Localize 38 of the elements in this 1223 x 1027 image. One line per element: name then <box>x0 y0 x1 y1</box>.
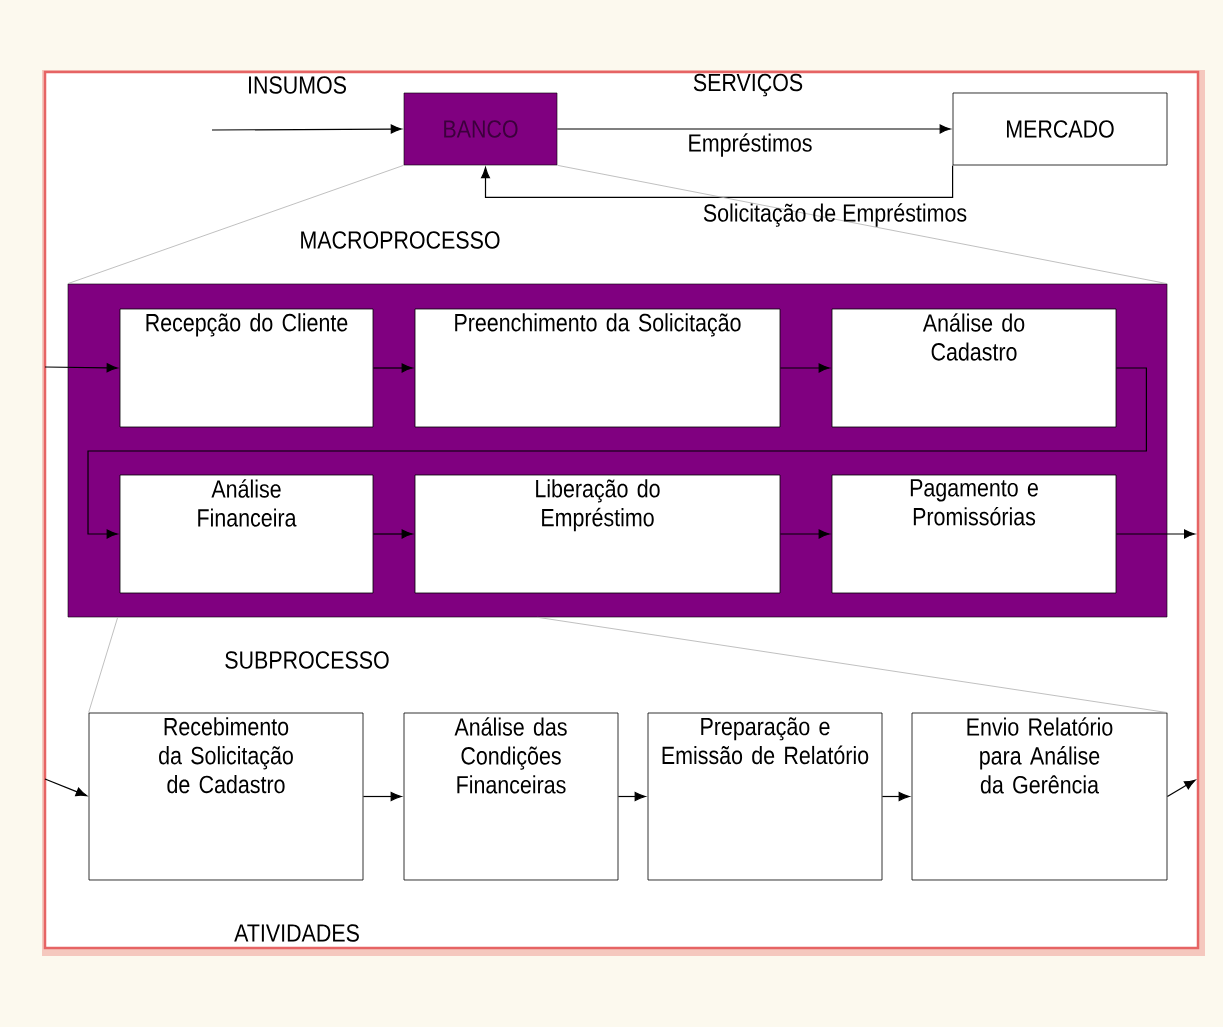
arrow <box>44 778 87 797</box>
arrow <box>44 363 118 373</box>
arrow <box>779 529 830 539</box>
section-label: SERVIÇOS <box>693 73 803 97</box>
section-label: INSUMOS <box>249 76 346 94</box>
arrow <box>211 124 402 134</box>
connector-line <box>67 164 405 285</box>
arrow <box>779 363 830 373</box>
arrow <box>881 791 910 802</box>
section-label: MACROPROCESSO <box>301 231 500 249</box>
arrow <box>1115 529 1196 539</box>
arrow <box>1166 779 1196 798</box>
section-label: Solicitação de Empréstimos <box>703 203 967 227</box>
connector-line <box>556 164 1168 285</box>
arrow <box>372 363 413 373</box>
process-box: BANCO <box>403 92 558 166</box>
section-label: SUBPROCESSO <box>225 651 389 669</box>
process-box: Recepção do Cliente <box>119 308 374 428</box>
process-box: Envio Relatório para Análise da Gerência <box>911 712 1168 881</box>
process-box: Análise Financeira <box>119 474 374 594</box>
section-label: ATIVIDADES <box>234 924 359 942</box>
arrow <box>372 529 413 539</box>
arrow <box>556 124 951 134</box>
section-label: Empréstimos <box>689 133 812 157</box>
process-box: Preenchimento da Solicitação <box>414 308 781 428</box>
process-box: Recebimento da Solicitação de Cadastro <box>88 712 364 881</box>
process-box: Liberação do Empréstimo <box>414 474 781 594</box>
process-box: Pagamento e Promissórias <box>831 474 1117 594</box>
process-box: Preparação e Emissão de Relatório <box>647 712 883 881</box>
connector-line <box>88 616 119 713</box>
arrow <box>480 164 954 198</box>
arrow <box>362 791 402 802</box>
arrow <box>617 791 646 802</box>
connector-line <box>537 616 1168 713</box>
process-box: Análise das Condições Financeiras <box>403 712 619 881</box>
arrow <box>87 367 1147 539</box>
process-box: Análise do Cadastro <box>831 308 1117 428</box>
process-box: MERCADO <box>952 92 1168 166</box>
